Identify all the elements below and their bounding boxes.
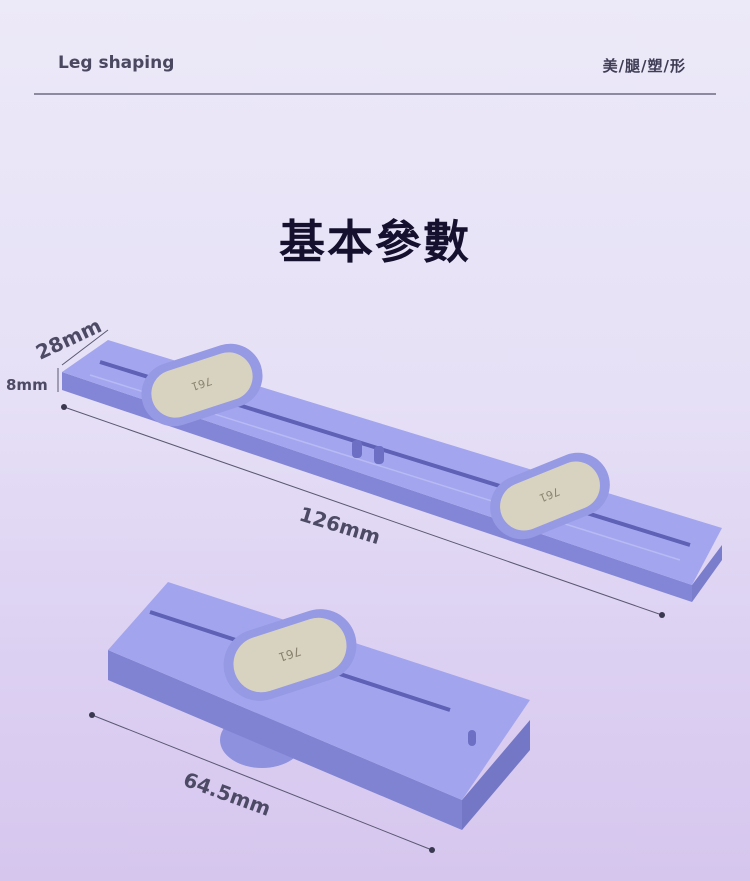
- foot-pad-folded: 761: [223, 609, 357, 701]
- folded-length-label: 64.5mm: [180, 767, 274, 821]
- foot-pad-right: 761: [490, 452, 610, 540]
- page-title: 基本參數: [279, 215, 471, 269]
- height-label: 8mm: [6, 376, 48, 394]
- pad-mark: 761: [277, 644, 303, 664]
- extended-board: 761 761: [62, 340, 722, 602]
- dimension-lines: [57, 329, 663, 851]
- length-label: 126mm: [297, 502, 384, 549]
- foot-pad-left: 761: [141, 343, 263, 427]
- folded-board: 761: [108, 582, 530, 830]
- header-divider: [34, 93, 716, 95]
- header-right-label: 美/腿/塑/形: [602, 57, 686, 75]
- pad-mark: 761: [190, 374, 214, 393]
- header-left-label: Leg shaping: [58, 53, 175, 73]
